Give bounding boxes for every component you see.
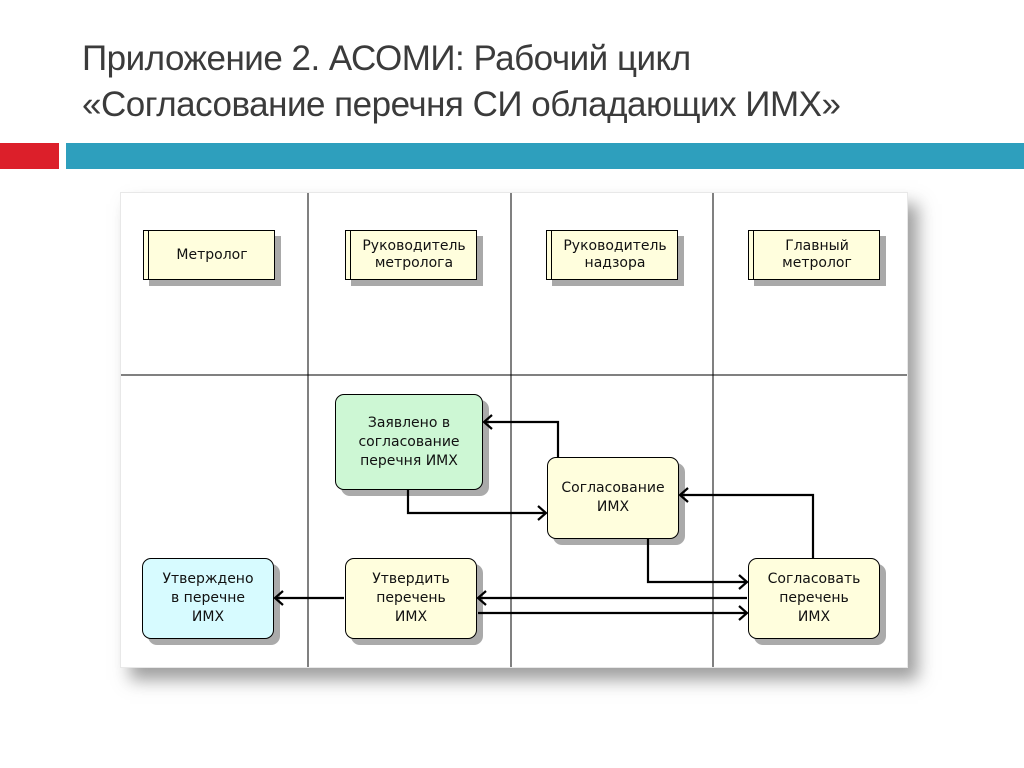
- actor-label: Руководитель надзора: [563, 238, 667, 271]
- lane-grid: [121, 193, 907, 667]
- slide-title-line-2: «Согласование перечня СИ обладающих ИМХ»: [82, 85, 841, 124]
- state-soglasovat[interactable]: Согласовать перечень ИМХ: [748, 558, 880, 639]
- swimlane-diagram: Метролог Руководитель метролога Руководи…: [120, 192, 908, 668]
- actor-metrolog: Метролог: [143, 230, 275, 280]
- actor-glavny-metrolog: Главный метролог: [748, 230, 880, 280]
- slide-title-line-1: Приложение 2. АСОМИ: Рабочий цикл: [82, 39, 691, 78]
- state-utverdit[interactable]: Утвердить перечень ИМХ: [345, 558, 477, 639]
- actor-label: Метролог: [176, 246, 248, 263]
- state-soglasovanie[interactable]: Согласование ИМХ: [547, 457, 679, 539]
- actor-rukovoditel-metrologa: Руководитель метролога: [345, 230, 477, 280]
- state-utverzhdeno[interactable]: Утверждено в перечне ИМХ: [142, 558, 274, 639]
- accent-bar-blue: [66, 143, 1024, 169]
- actor-label: Руководитель метролога: [362, 238, 466, 271]
- actor-rukovoditel-nadzora: Руководитель надзора: [546, 230, 678, 280]
- actor-label: Главный метролог: [782, 238, 852, 271]
- state-zayavleno[interactable]: Заявлено в согласование перечня ИМХ: [335, 394, 483, 490]
- slide-title: Приложение 2. АСОМИ: Рабочий цикл «Согла…: [82, 36, 982, 128]
- accent-bar-red: [0, 143, 59, 169]
